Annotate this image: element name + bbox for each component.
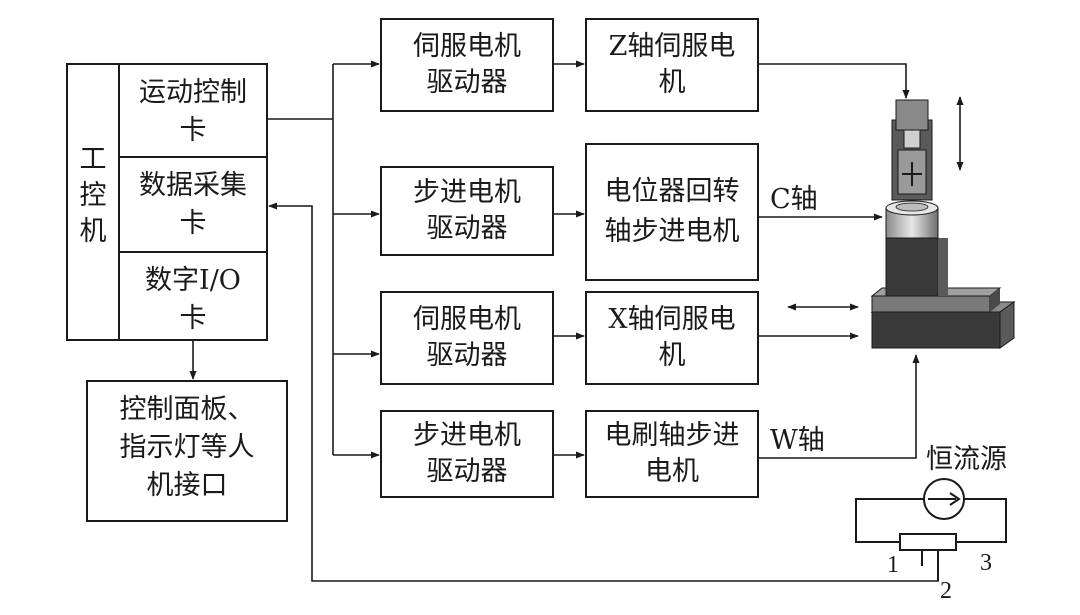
digital-io-card: 数字I/O 卡: [145, 265, 241, 334]
driver-label-line: 驱动器: [427, 213, 508, 244]
ipc-label-line: 工: [80, 144, 107, 175]
motor-to-machine-lines: [758, 63, 920, 459]
motor-label-line: 轴步进电机: [605, 216, 740, 247]
motion-card-bus: [267, 60, 380, 459]
card-label-line: 卡: [180, 303, 207, 334]
motion-control-card: 运动控制 卡: [139, 77, 247, 146]
driver-label-line: 步进电机: [413, 420, 521, 451]
w-axis-label: W轴: [770, 425, 825, 456]
motor-label-line: X轴伺服电: [608, 304, 735, 335]
machine-illustration: [870, 99, 1016, 349]
card-label-line: 卡: [180, 115, 207, 146]
card-label-line: 卡: [180, 208, 207, 239]
terminal-3-label: 3: [980, 550, 992, 576]
motor-label-line: 机: [659, 67, 686, 98]
c-axis-label: C轴: [770, 184, 818, 215]
motor-z-box: Z轴伺服电 机: [585, 18, 759, 112]
potentiometer-resistor: [899, 533, 957, 551]
motor-w-box: 电刷轴步进 电机: [585, 410, 759, 498]
terminal-2-label: 2: [940, 578, 952, 604]
hmi-label-line: 控制面板、: [120, 394, 255, 425]
data-acquisition-card: 数据采集 卡: [139, 170, 247, 239]
motor-label-line: 电位器回转: [605, 176, 740, 207]
industrial-pc: 工 控 机: [66, 63, 268, 341]
servo-driver-z: 伺服电机 驱动器: [380, 18, 554, 112]
motor-x-box: X轴伺服电 机: [585, 291, 759, 385]
hmi-label-line: 机接口: [147, 470, 228, 501]
driver-to-motor-arrows: [553, 60, 585, 459]
current-source-circuit: 恒流源 1 2 3: [855, 444, 1007, 604]
hmi-panel-box: 控制面板、 指示灯等人 机接口: [86, 380, 288, 522]
current-source-label: 恒流源: [926, 444, 1007, 475]
stepper-driver-w: 步进电机 驱动器: [380, 410, 554, 498]
motor-c-box: 电位器回转 轴步进电机: [585, 143, 759, 281]
driver-label-line: 伺服电机: [413, 304, 521, 335]
terminal-1-label: 1: [887, 552, 899, 578]
driver-label-line: 驱动器: [427, 456, 508, 487]
servo-driver-x: 伺服电机 驱动器: [380, 291, 554, 385]
ipc-label-line: 机: [80, 216, 107, 247]
motor-label-line: 机: [659, 340, 686, 371]
card-label-line: 数据采集: [139, 170, 247, 201]
motor-label-line: Z轴伺服电: [609, 31, 736, 62]
stepper-driver-c: 步进电机 驱动器: [380, 166, 554, 256]
driver-label-line: 步进电机: [413, 177, 521, 208]
card-label-line: 数字I/O: [145, 265, 241, 296]
motor-label-line: 电刷轴步进: [605, 420, 740, 451]
card-label-line: 运动控制: [139, 77, 247, 108]
driver-label-line: 伺服电机: [413, 31, 521, 62]
ipc-label-line: 控: [80, 180, 107, 211]
motor-label-line: 电机: [645, 456, 699, 487]
driver-label-line: 驱动器: [427, 67, 508, 98]
driver-label-line: 驱动器: [427, 340, 508, 371]
hmi-label-line: 指示灯等人: [120, 432, 255, 463]
